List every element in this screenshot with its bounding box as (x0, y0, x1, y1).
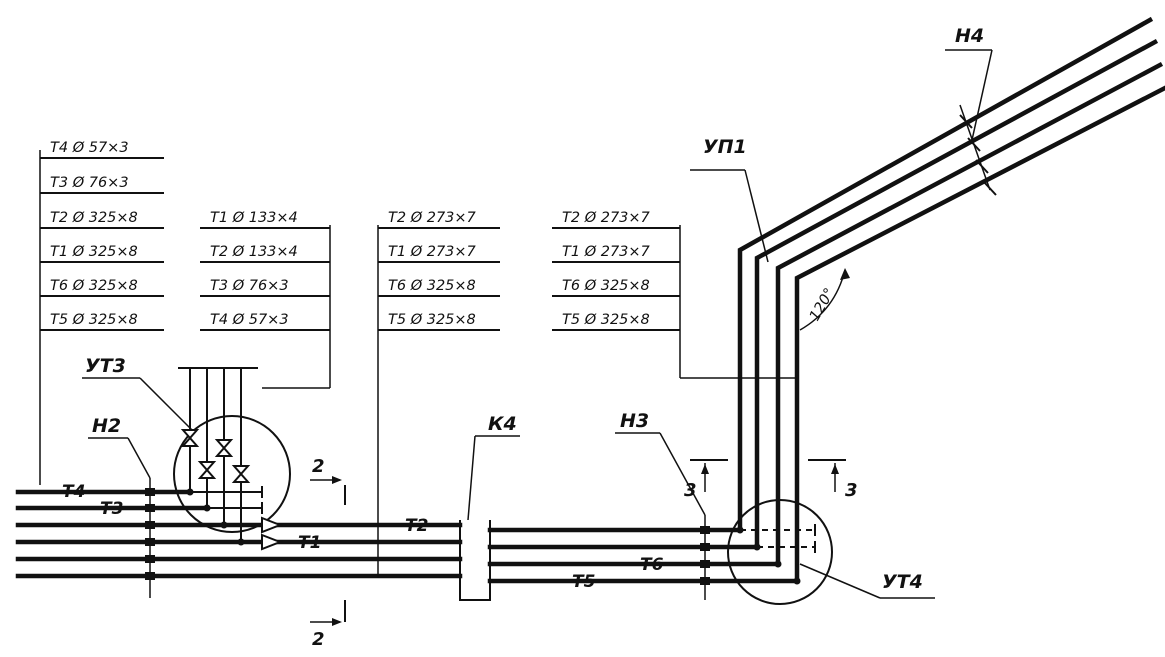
table1-row: Т1 Ø 325×8 (50, 244, 138, 260)
section-mark-2-top: 2 (310, 456, 346, 505)
section-3-right-label: 3 (845, 480, 858, 501)
node-label-up1: УП1 (703, 136, 747, 158)
pipe-label-t4: Т4 (62, 482, 85, 502)
ut4-chamber (727, 499, 833, 605)
spec-table-1: Т4 Ø 57×3 Т3 Ø 76×3 Т2 Ø 325×8 Т1 Ø 325×… (39, 140, 164, 485)
valve-icon (214, 439, 234, 457)
right-pipe-bundle (737, 16, 1165, 584)
ut3-circle (173, 415, 291, 533)
node-h3-joint (700, 515, 710, 600)
section-3-left-label: 3 (684, 480, 697, 501)
node-n4-joint (959, 104, 997, 196)
section-mark-3-left: 3 (684, 459, 728, 501)
valve-icon (197, 461, 217, 479)
table1-row: Т6 Ø 325×8 (50, 278, 138, 294)
ut4-circle (727, 499, 833, 605)
spec-table-3: Т2 Ø 273×7 Т1 Ø 273×7 Т6 Ø 325×8 Т5 Ø 32… (377, 210, 500, 578)
reducer-icon (261, 516, 283, 534)
reducer-icon (261, 533, 283, 551)
table4-row: Т1 Ø 273×7 (562, 244, 651, 260)
pipe-label-t1: Т1 (298, 533, 321, 553)
chamber-k4 (459, 520, 491, 601)
table1-row: Т4 Ø 57×3 (50, 140, 129, 156)
valve-icon (231, 465, 251, 483)
table4-row: Т6 Ø 325×8 (562, 278, 650, 294)
table1-row: Т3 Ø 76×3 (50, 175, 129, 191)
table4-row: Т2 Ø 273×7 (562, 210, 651, 226)
node-label-h2: Н2 (92, 415, 121, 437)
pipe-t5-riser (794, 85, 1165, 584)
pipe-t2-riser (737, 16, 1154, 533)
table1-row: Т5 Ø 325×8 (50, 312, 138, 328)
pipe-label-t6: Т6 (640, 555, 664, 575)
valve-icon (180, 429, 200, 447)
node-labels: Н2 УТ3 К4 Н3 УТ4 УП1 Н4 (82, 25, 993, 599)
pipe-t6-riser (775, 61, 1164, 567)
pipe-t1-riser (754, 38, 1159, 550)
table2-row: Т1 Ø 133×4 (210, 210, 298, 226)
pipe-labels: Т4 Т3 Т2 Т1 Т6 Т5 (62, 482, 664, 592)
pipe-label-t5: Т5 (572, 572, 595, 592)
ut3-chamber (173, 367, 291, 551)
table2-row: Т4 Ø 57×3 (210, 312, 289, 328)
middle-pipe-bundle (487, 527, 800, 584)
section-mark-3-right: 3 (808, 459, 858, 501)
pipe-label-t3: Т3 (100, 499, 123, 519)
table1-row: Т2 Ø 325×8 (50, 210, 138, 226)
pipe-label-t2: Т2 (405, 516, 428, 536)
angle-marker: 120° (799, 268, 850, 331)
table3-row: Т2 Ø 273×7 (388, 210, 477, 226)
node-label-ut4: УТ4 (882, 571, 923, 593)
table3-row: Т1 Ø 273×7 (388, 244, 477, 260)
node-label-ut3: УТ3 (85, 355, 126, 377)
section-mark-2-bottom: 2 (310, 600, 346, 650)
spec-table-2: Т1 Ø 133×4 Т2 Ø 133×4 Т3 Ø 76×3 Т4 Ø 57×… (200, 210, 331, 389)
section-2-top-label: 2 (312, 456, 325, 477)
table3-row: Т5 Ø 325×8 (388, 312, 476, 328)
section-2-bottom-label: 2 (312, 629, 325, 650)
left-pipe-bundle (15, 489, 463, 579)
node-h2-joint (145, 478, 155, 598)
angle-label: 120° (807, 286, 838, 324)
table4-row: Т5 Ø 325×8 (562, 312, 650, 328)
node-label-n4: Н4 (955, 25, 984, 47)
node-label-k4: К4 (488, 413, 517, 435)
node-label-h3: Н3 (620, 410, 649, 432)
spec-table-4: Т2 Ø 273×7 Т1 Ø 273×7 Т6 Ø 325×8 Т5 Ø 32… (552, 210, 797, 379)
table2-row: Т3 Ø 76×3 (210, 278, 289, 294)
table3-row: Т6 Ø 325×8 (388, 278, 476, 294)
table2-row: Т2 Ø 133×4 (210, 244, 298, 260)
